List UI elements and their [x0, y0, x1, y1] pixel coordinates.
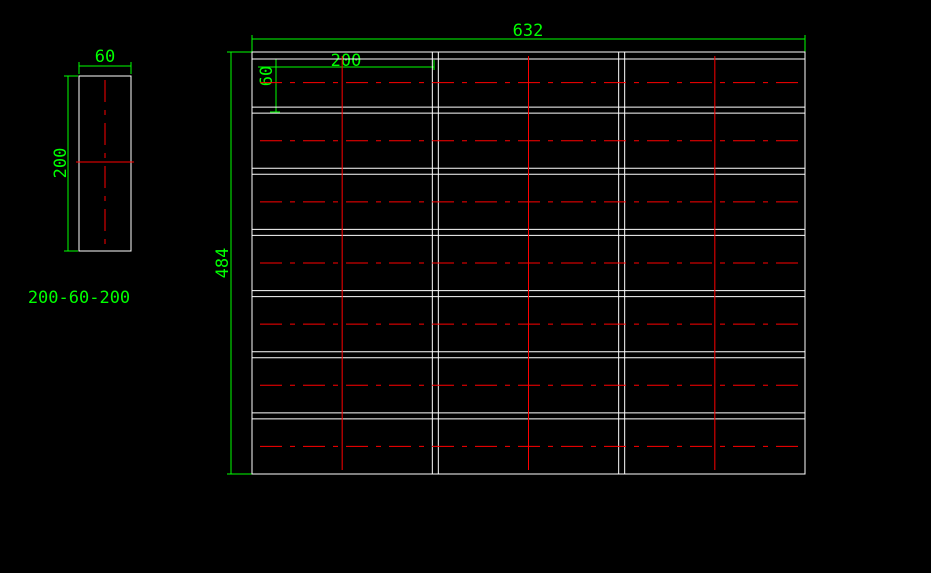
single-block-height-dimension: 200 [51, 75, 78, 252]
layout-outline [251, 51, 806, 475]
layout-dimensions: 632 484 200 60 [213, 21, 806, 475]
single-block: 60 200 200-60-200 [28, 47, 134, 308]
total-width-label: 632 [513, 21, 544, 41]
block-layout-grid [251, 51, 806, 475]
single-block-outline [78, 75, 132, 252]
cell-height-label: 60 [257, 66, 277, 86]
total-height-label: 484 [213, 248, 233, 279]
single-block-width-dimension: 60 [78, 47, 132, 74]
single-block-caption: 200-60-200 [28, 288, 130, 308]
single-block-width-label: 60 [95, 47, 115, 67]
single-block-height-label: 200 [51, 148, 71, 179]
cell-width-label: 200 [331, 51, 362, 71]
